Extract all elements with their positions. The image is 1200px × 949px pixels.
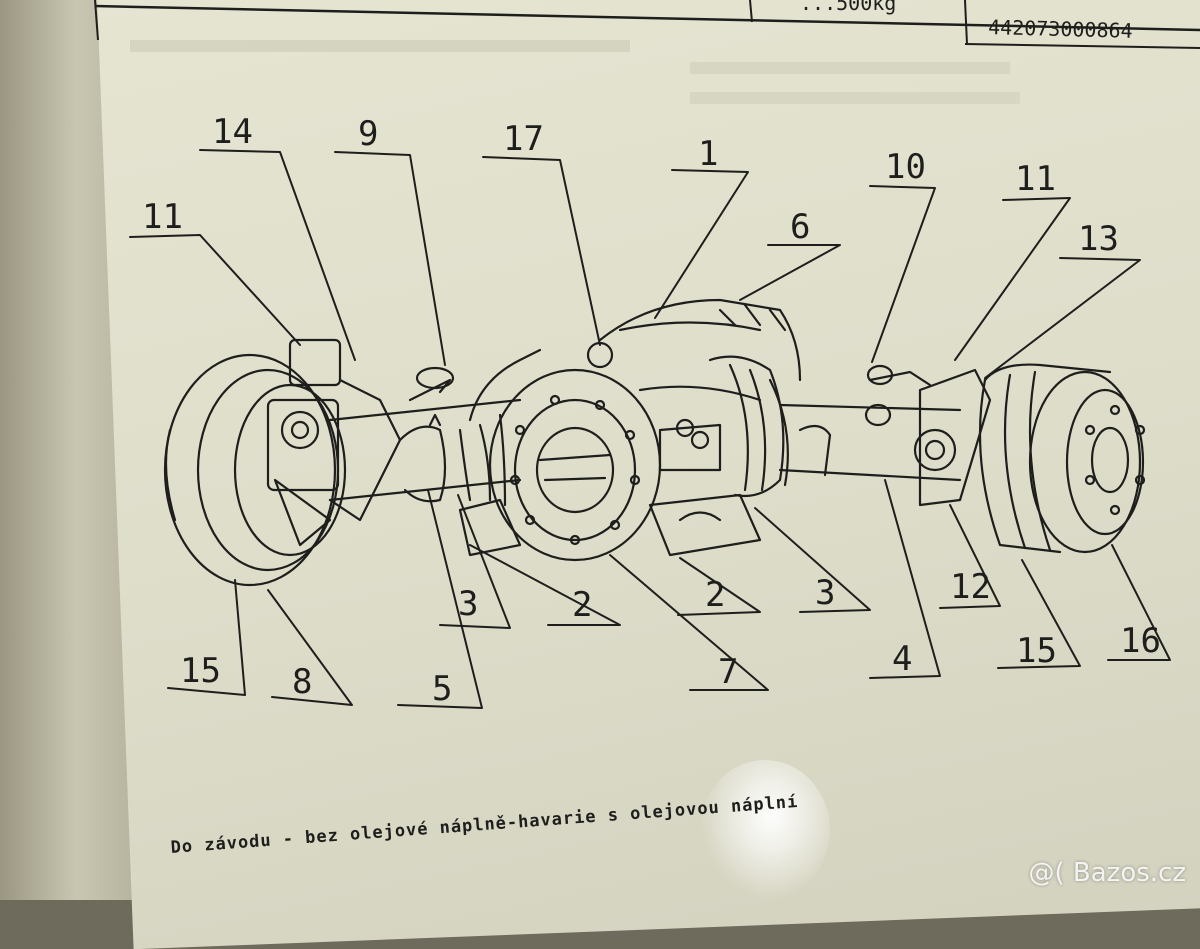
- label-11-left: 11: [142, 197, 183, 237]
- part-number-cell: 442073000864: [988, 15, 1133, 43]
- label-13: 13: [1078, 219, 1119, 259]
- label-3-left: 3: [458, 584, 478, 624]
- differential-housing: [458, 298, 802, 562]
- label-15-left: 15: [180, 651, 221, 691]
- left-axle-boot: [398, 366, 455, 503]
- label-11-right: 11: [1015, 159, 1056, 199]
- left-brake-drum: [163, 338, 402, 587]
- label-2-right: 2: [705, 575, 725, 615]
- label-7: 7: [718, 652, 738, 692]
- label-4: 4: [892, 639, 912, 679]
- right-brake-drum: [866, 363, 1146, 554]
- label-3-right: 3: [815, 573, 835, 613]
- label-15-right: 15: [1016, 631, 1057, 671]
- bazos-watermark: @( Bazos.cz: [1028, 858, 1187, 888]
- weight-cell: ...500kg: [800, 0, 896, 15]
- label-5: 5: [432, 669, 452, 709]
- label-17: 17: [503, 119, 544, 159]
- label-8: 8: [292, 662, 312, 702]
- light-glare: [700, 760, 830, 900]
- leader-lines: [129, 149, 1171, 709]
- bleed-through-text: [130, 40, 1020, 104]
- part-labels: 14 9 17 1 6 10 11 11 13 3 2 2 3 12 15 8 …: [142, 112, 1161, 709]
- label-16: 16: [1120, 621, 1161, 661]
- label-12: 12: [950, 567, 991, 607]
- right-axle-boot: [708, 355, 892, 498]
- label-9: 9: [358, 114, 378, 154]
- label-1: 1: [698, 134, 718, 174]
- label-14: 14: [212, 112, 253, 152]
- header-table: ...500kg 442073000864: [94, 0, 1200, 49]
- label-2-left: 2: [572, 585, 592, 625]
- mounting-feet: [458, 493, 762, 557]
- label-6: 6: [790, 207, 810, 247]
- axle-diagram: 14 9 17 1 6 10 11 11 13 3 2 2 3 12 15 8 …: [129, 40, 1171, 709]
- label-10: 10: [885, 147, 926, 187]
